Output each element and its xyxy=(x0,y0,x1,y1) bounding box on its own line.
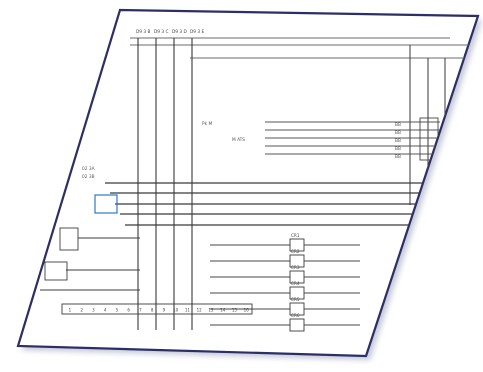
relay: CR4 xyxy=(210,281,360,300)
top-bus-label: D9 3 B xyxy=(136,29,151,35)
vertical-buses xyxy=(137,38,193,330)
terminal-label: 16 xyxy=(244,308,250,313)
top-bus-label: D9 3 C xyxy=(154,29,169,35)
terminal-label: 7 xyxy=(139,308,142,313)
mid-left-labels: 02 3A 02 3B Pk M M ATS xyxy=(82,121,245,180)
mid-left-label: 02 3B xyxy=(82,174,95,180)
relay-tag: CR2 xyxy=(291,249,300,254)
terminal-label: 13 xyxy=(208,308,214,313)
relay-tag: CR4 xyxy=(291,281,300,286)
terminal-label: 8 xyxy=(151,308,154,313)
terminal-label: 9 xyxy=(163,308,166,313)
relay-tag: CR6 xyxy=(291,313,300,318)
terminal-label: 14 xyxy=(220,308,226,313)
left-components xyxy=(40,194,140,291)
mid-left-label: Pk M xyxy=(202,121,212,127)
right-label: BB xyxy=(395,146,401,152)
right-label: BB xyxy=(395,130,401,136)
top-rails xyxy=(130,37,470,59)
top-bus-labels: D9 3 B D9 3 C D9 3 D D9 3 E xyxy=(136,29,205,35)
top-bus-label: D9 3 D xyxy=(172,29,188,35)
relay-tag: CR3 xyxy=(291,265,300,270)
terminal-label: 5 xyxy=(116,308,119,313)
central-harness xyxy=(105,182,430,226)
terminal-label: 10 xyxy=(173,308,179,313)
terminal-label: 1 xyxy=(69,308,72,313)
wiring-content: D9 3 B D9 3 C D9 3 D D9 3 E xyxy=(40,29,470,332)
relay: CR2 xyxy=(210,249,360,268)
terminal-label: 2 xyxy=(80,308,83,313)
right-label: BB xyxy=(395,154,401,160)
terminal-label: 4 xyxy=(104,308,107,313)
relay: CR5 xyxy=(210,297,360,316)
mid-left-label: 02 3A xyxy=(82,166,95,172)
right-label: BB xyxy=(395,138,401,144)
relay-tag: CR1 xyxy=(291,233,300,238)
right-label: BB xyxy=(395,122,401,128)
terminal-label: 11 xyxy=(185,308,191,313)
relay-tag: CR5 xyxy=(291,297,300,302)
terminal-label: 3 xyxy=(92,308,95,313)
terminal-label: 12 xyxy=(197,308,203,313)
right-block-labels: BB BB BB BB BB xyxy=(395,122,401,160)
terminal-label: 15 xyxy=(232,308,238,313)
relay: CR1 xyxy=(210,233,360,252)
relay: CR3 xyxy=(210,265,360,284)
mid-left-label: M ATS xyxy=(232,137,245,143)
relay: CR6 xyxy=(210,313,360,332)
terminal-label: 6 xyxy=(127,308,130,313)
top-bus-label: D9 3 E xyxy=(190,29,205,35)
